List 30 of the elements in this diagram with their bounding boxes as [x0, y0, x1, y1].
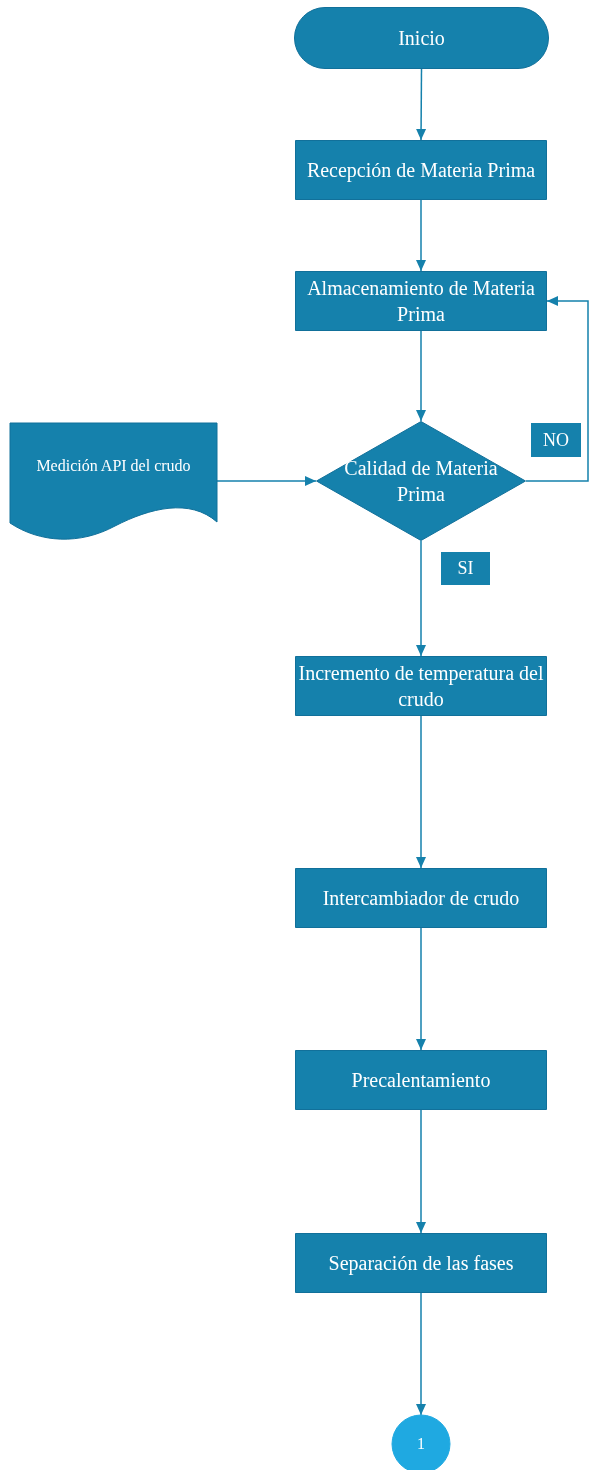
- start-terminal: [294, 7, 549, 69]
- process-box: [295, 1050, 547, 1110]
- node-label: Separación de las fases: [328, 1251, 514, 1276]
- edge-label: NO: [531, 423, 581, 457]
- arrow: [416, 715, 426, 869]
- node-label: 1: [417, 1433, 425, 1454]
- arrow: [416, 199, 426, 272]
- arrow: [525, 296, 589, 482]
- process-box: [295, 271, 547, 331]
- process-box: [295, 1233, 547, 1293]
- arrow: [416, 68, 427, 141]
- arrow: [416, 540, 426, 657]
- node-label: Incremento de temperatura del crudo: [297, 661, 545, 712]
- node-label: Medición API del crudo: [36, 456, 191, 477]
- arrow: [416, 330, 426, 422]
- decision-diamond: [316, 421, 526, 541]
- process-box: [295, 140, 547, 200]
- arrow: [416, 1109, 426, 1234]
- node-label: Almacenamiento de Materia Prima: [306, 276, 536, 327]
- node-label: Recepción de Materia Prima: [306, 158, 536, 183]
- edge-label: SI: [441, 552, 490, 585]
- arrow: [216, 476, 317, 486]
- arrow: [416, 927, 426, 1051]
- node-label: Calidad de Materia Prima: [343, 456, 499, 507]
- process-box: [295, 868, 547, 928]
- node-label: Inicio: [398, 26, 445, 51]
- node-label: Intercambiador de crudo: [322, 886, 520, 911]
- document-shape: [10, 423, 217, 540]
- arrow: [416, 1292, 426, 1416]
- node-label: Precalentamiento: [351, 1068, 491, 1093]
